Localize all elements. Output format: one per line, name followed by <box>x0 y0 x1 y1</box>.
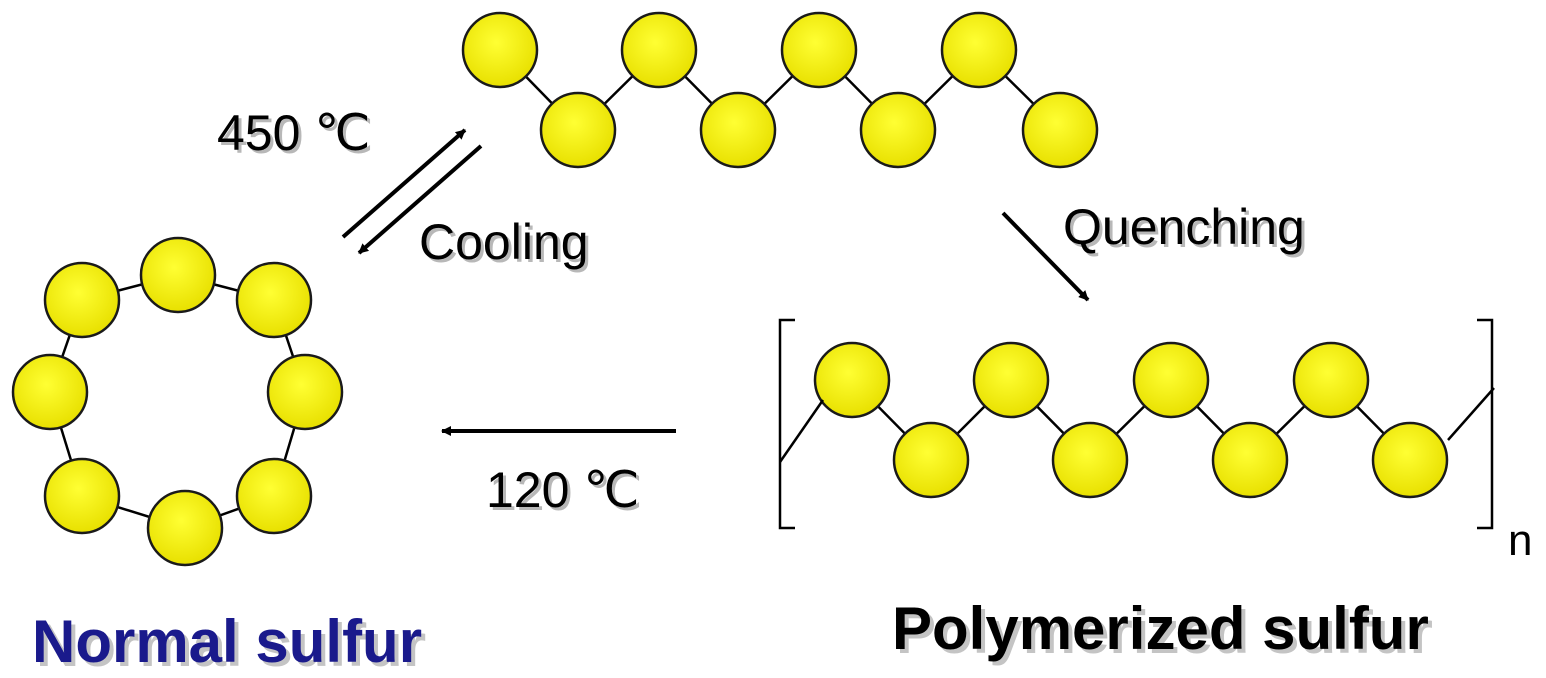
right-bracket <box>1477 318 1494 530</box>
polymerized-sulfur-title-shadow: Polymerized sulfur <box>896 599 1433 666</box>
quenching-label: Quenching <box>1063 199 1305 255</box>
sulfur-atom <box>235 261 313 339</box>
heating-arrow <box>341 128 467 239</box>
right-chain-end-bond <box>1447 387 1495 441</box>
sulfur-atom <box>1132 341 1210 419</box>
polymerized-sulfur-title: Polymerized sulfur <box>892 595 1429 662</box>
cooling-arrow <box>357 144 483 255</box>
left-bracket <box>778 318 795 530</box>
sulfur-atom <box>972 341 1050 419</box>
normal-sulfur-title-shadow: Normal sulfur <box>36 612 426 678</box>
sulfur-atom <box>139 236 217 314</box>
chain-molecule-atoms <box>461 11 1099 169</box>
sulfur-atom <box>940 11 1018 89</box>
sulfur-atom <box>1292 341 1370 419</box>
sulfur-atom <box>1211 421 1289 499</box>
repeat-unit-subscript: n <box>1508 516 1532 565</box>
sulfur-atom <box>813 341 891 419</box>
normal-sulfur-title: Normal sulfur <box>32 608 422 675</box>
cooling-label: Cooling <box>419 214 589 270</box>
low-temp-label-shadow: 120 ℃ <box>489 465 642 521</box>
polymer-molecule-atoms <box>813 341 1449 499</box>
sulfur-atom <box>1371 421 1449 499</box>
sulfur-atom <box>859 91 937 169</box>
cooling-label-shadow: Cooling <box>422 217 592 273</box>
sulfur-atom <box>11 353 89 431</box>
sulfur-atom <box>699 91 777 169</box>
polymer-brackets <box>778 318 1495 530</box>
heating-temp-label: 450 ℃ <box>217 105 370 161</box>
ring-molecule-atoms <box>11 236 344 567</box>
sulfur-atom <box>539 91 617 169</box>
sulfur-atom <box>43 457 121 535</box>
sulfur-atom <box>892 421 970 499</box>
sulfur-atom <box>1021 91 1099 169</box>
sulfur-atom <box>146 489 224 567</box>
sulfur-atom <box>1051 421 1129 499</box>
sulfur-atom <box>266 353 344 431</box>
sulfur-atom <box>235 457 313 535</box>
sulfur-atom <box>461 11 539 89</box>
sulfur-atom <box>43 261 121 339</box>
sulfur-atom <box>620 11 698 89</box>
low-temp-label: 120 ℃ <box>486 462 639 518</box>
left-chain-end-bond <box>778 399 825 463</box>
sulfur-atom <box>780 11 858 89</box>
quenching-arrow <box>1001 211 1090 302</box>
reaction-arrows <box>341 128 1090 436</box>
quenching-label-shadow: Quenching <box>1066 202 1308 258</box>
heating-temp-label-shadow: 450 ℃ <box>220 108 373 164</box>
